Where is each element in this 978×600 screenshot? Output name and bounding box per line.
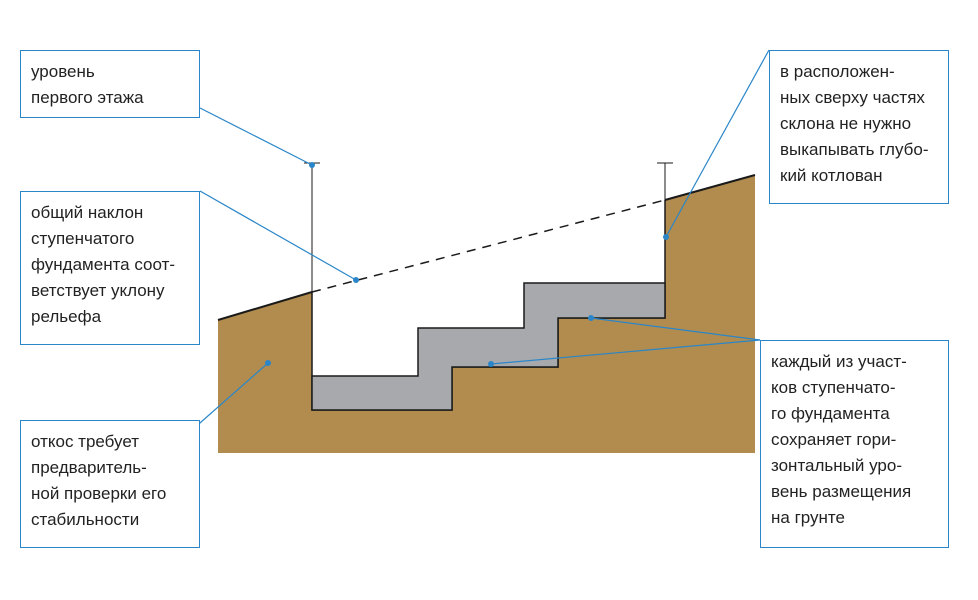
dot-slope-check: [265, 360, 271, 366]
dot-general-slope: [353, 277, 359, 283]
dot-each-section-lower: [488, 361, 494, 367]
leader-each-section-lower: [490, 339, 761, 365]
leader-upper-parts: [665, 49, 770, 238]
leader-each-section-upper: [590, 317, 761, 341]
callout-each-section-horizontal: каждый из участ- ков ступенчато- го фунд…: [760, 340, 949, 548]
overall-slope-dashed-line: [311, 199, 666, 293]
leader-first-floor: [199, 107, 313, 166]
leader-slope-check: [191, 362, 269, 431]
leader-general-slope: [199, 190, 357, 281]
ground-surface-line: [217, 291, 313, 321]
dot-each-section-upper: [588, 315, 594, 321]
soil-slope: [218, 175, 755, 453]
ground-surface-line-upper: [664, 174, 756, 201]
dot-upper-parts: [663, 234, 669, 240]
callout-upper-parts-no-deep-pit: в расположен- ных сверху частях склона н…: [769, 50, 949, 204]
callout-slope-stability-check: откос требует предваритель- ной проверки…: [20, 420, 200, 548]
callout-general-slope: общий наклон ступенчатого фундамента соо…: [20, 191, 200, 345]
callout-first-floor-level: уровень первого этажа: [20, 50, 200, 118]
dot-first-floor: [309, 162, 315, 168]
stepped-foundation: [311, 282, 666, 411]
